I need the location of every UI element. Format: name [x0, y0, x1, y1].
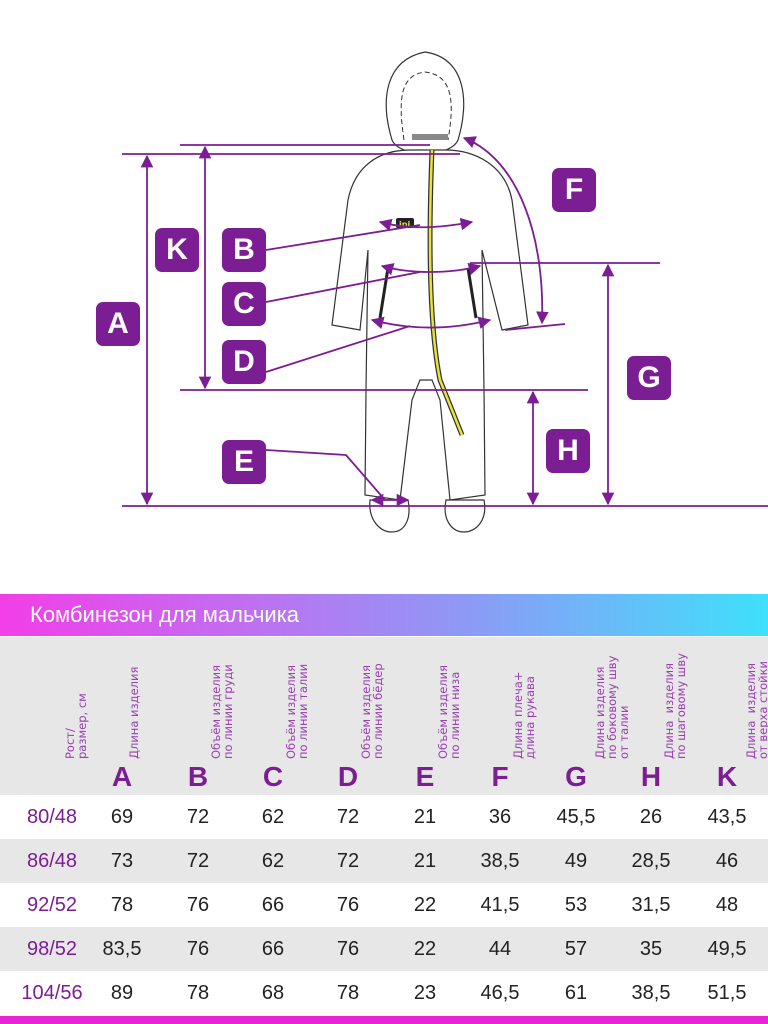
column-letter: C	[262, 761, 284, 792]
column-description: Объём изделия по линии низа	[436, 664, 462, 759]
label-k: K	[155, 228, 199, 272]
value-cell: 66	[261, 894, 285, 916]
label-e: E	[222, 440, 266, 484]
value-cell: 76	[186, 894, 210, 916]
value-cell: 51,5	[707, 982, 747, 1004]
value-cell: 46	[715, 850, 739, 872]
value-cell: 44	[488, 938, 512, 960]
value-cell: 57	[564, 938, 588, 960]
size-cell: 86/48	[26, 850, 78, 872]
value-cell: 66	[261, 938, 285, 960]
column-description: Длина изделия от верха стойки до шаговог…	[744, 660, 768, 759]
value-cell: 62	[261, 806, 285, 828]
value-cell: 41,5	[480, 894, 520, 916]
value-cell: 78	[110, 894, 134, 916]
value-cell: 21	[413, 806, 437, 828]
product-title: Комбинезон для мальчика	[30, 602, 300, 627]
value-cell: 78	[336, 982, 360, 1004]
value-cell: 46,5	[480, 982, 520, 1004]
table-row: 98/52 83,5 76 66 76 22 44 57 35 49,5	[0, 927, 768, 971]
size-cell: 92/52	[26, 894, 78, 916]
value-cell: 73	[110, 850, 134, 872]
value-cell: 68	[261, 982, 285, 1004]
value-cell: 45,5	[556, 806, 596, 828]
value-cell: 49,5	[707, 938, 747, 960]
column-description: Объём изделия по линии груди	[209, 664, 235, 759]
column-description: Объём изделия по линии талии	[284, 663, 310, 759]
column-letter: D	[337, 761, 359, 792]
column-letter: E	[415, 761, 435, 792]
value-cell: 23	[413, 982, 437, 1004]
label-h: H	[546, 429, 590, 473]
column-letter: G	[565, 761, 587, 792]
value-cell: 72	[336, 850, 360, 872]
value-cell: 38,5	[480, 850, 520, 872]
value-cell: 72	[186, 806, 210, 828]
value-cell: 49	[564, 850, 588, 872]
column-letter: F	[491, 761, 509, 792]
column-description: Объём изделия по линии бёдер	[359, 663, 385, 759]
label-a: A	[96, 302, 140, 346]
garment-diagram: ipi F K B A C D G H E	[96, 51, 768, 533]
label-c: C	[222, 282, 266, 326]
value-cell: 89	[110, 982, 134, 1004]
column-letter: K	[716, 761, 738, 792]
value-cell: 62	[261, 850, 285, 872]
table-row: 92/52 78 76 66 76 22 41,5 53 31,5 48	[0, 883, 768, 927]
value-cell: 48	[715, 894, 739, 916]
size-cell: 98/52	[26, 938, 78, 960]
value-cell: 28,5	[631, 850, 671, 872]
column-description: Длина изделия	[127, 666, 141, 759]
value-cell: 35	[639, 938, 663, 960]
size-column-header: Рост/ размер, см	[14, 637, 90, 795]
value-cell: 69	[110, 806, 134, 828]
value-cell: 31,5	[631, 894, 671, 916]
value-cell: 36	[488, 806, 512, 828]
value-cell: 53	[564, 894, 588, 916]
value-cell: 76	[336, 894, 360, 916]
bottom-bar	[0, 1016, 768, 1024]
value-cell: 22	[413, 894, 437, 916]
column-description: Длина изделия по шаговому шву	[662, 653, 688, 759]
value-cell: 38,5	[631, 982, 671, 1004]
value-cell: 61	[564, 982, 588, 1004]
column-letter: H	[640, 761, 662, 792]
column-header-k: Длина изделия от верха стойки до шаговог…	[689, 637, 768, 795]
value-cell: 76	[186, 938, 210, 960]
size-cell: 80/48	[26, 806, 78, 828]
size-cell: 104/56	[21, 982, 83, 1004]
value-cell: 83,5	[102, 938, 142, 960]
table-row: 80/48 69 72 62 72 21 36 45,5 26 43,5	[0, 795, 768, 839]
table-row: 104/56 89 78 68 78 23 46,5 61 38,5 51,5	[0, 971, 768, 1015]
value-cell: 72	[336, 806, 360, 828]
column-letter: A	[111, 761, 133, 792]
label-f: F	[552, 168, 596, 212]
jumpsuit-sketch: ipi	[122, 51, 768, 533]
value-cell: 76	[336, 938, 360, 960]
table-row: 86/48 73 72 62 72 21 38,5 49 28,5 46	[0, 839, 768, 883]
column-letter: B	[187, 761, 209, 792]
value-cell: 43,5	[707, 806, 747, 828]
label-b: B	[222, 228, 266, 272]
column-description: Длина плеча+ длина рукава	[511, 671, 537, 759]
label-d: D	[222, 340, 266, 384]
value-cell: 26	[639, 806, 663, 828]
value-cell: 21	[413, 850, 437, 872]
label-g: G	[627, 356, 671, 400]
value-cell: 72	[186, 850, 210, 872]
value-cell: 78	[186, 982, 210, 1004]
value-cell: 22	[413, 938, 437, 960]
title-band: Комбинезон для мальчика	[0, 594, 768, 636]
